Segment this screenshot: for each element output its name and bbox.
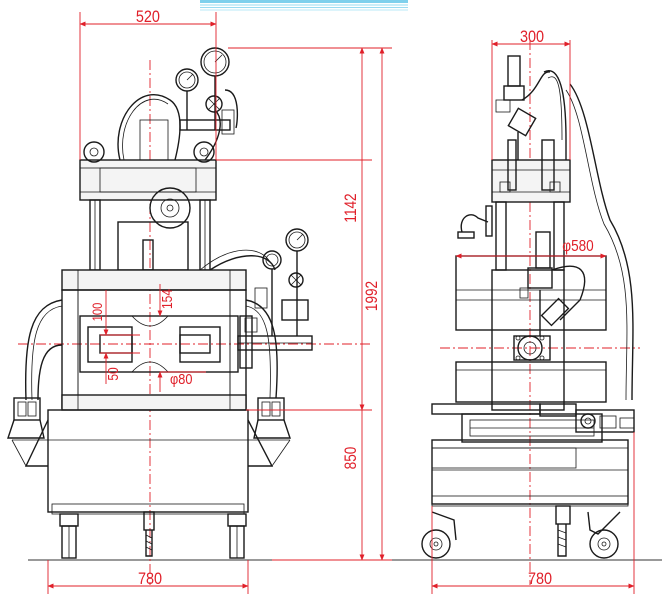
dim-phi80: φ80 xyxy=(170,370,193,387)
dim-154: 154 xyxy=(159,289,176,309)
front-dimension-labels: 520 1142 1992 850 100 154 50 φ80 780 xyxy=(90,8,382,588)
dim-1142: 1142 xyxy=(342,193,361,222)
dim-850: 850 xyxy=(342,447,361,470)
front-view xyxy=(7,12,392,594)
dim-780-front: 780 xyxy=(138,570,162,588)
side-view xyxy=(421,40,640,594)
dim-520: 520 xyxy=(136,8,160,26)
dim-phi580: φ580 xyxy=(562,238,593,255)
header-band xyxy=(200,0,408,11)
side-dimension-labels: 300 φ580 780 xyxy=(520,28,594,588)
dim-780-side: 780 xyxy=(528,570,552,588)
dim-300: 300 xyxy=(520,28,544,46)
dim-50: 50 xyxy=(105,367,122,381)
dim-100: 100 xyxy=(90,303,105,322)
dim-1992: 1992 xyxy=(363,281,382,311)
